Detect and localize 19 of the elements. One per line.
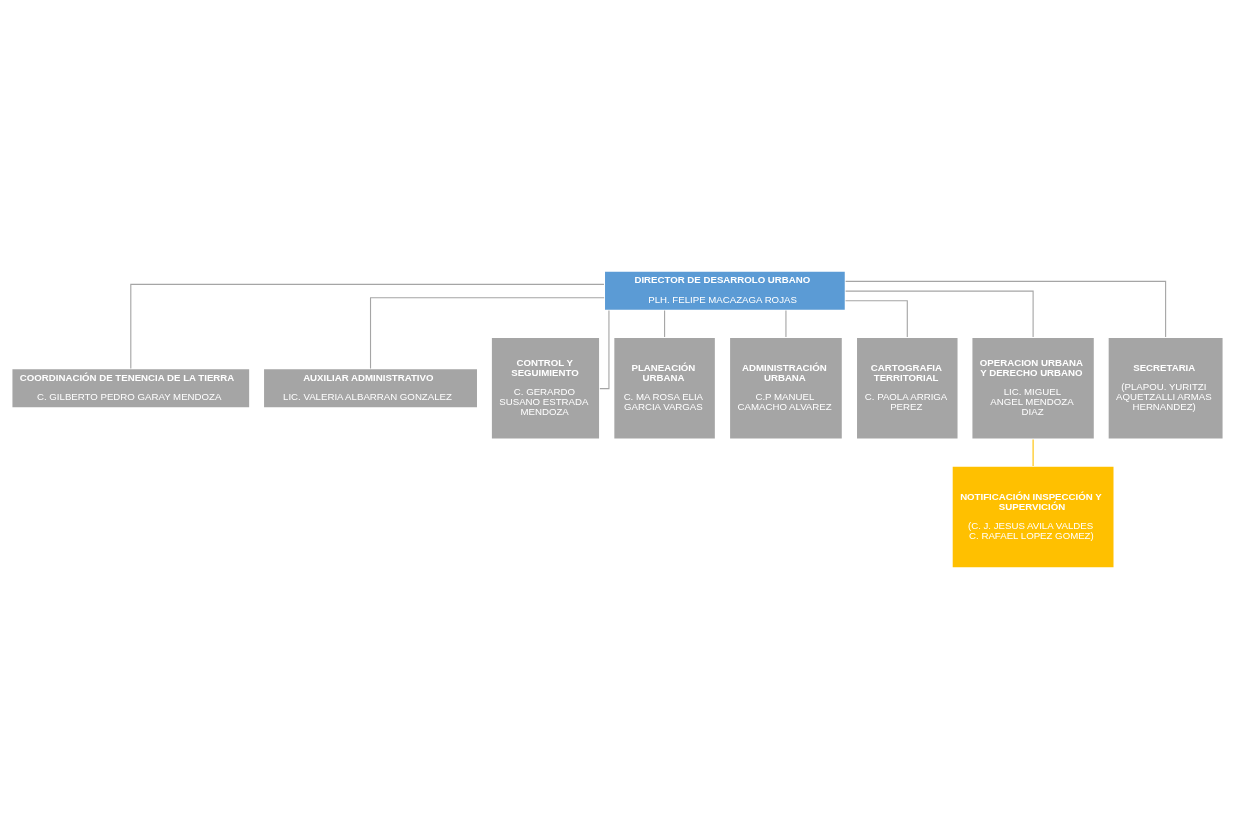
node-box: COORDINACIÓN DE TENENCIA DE LA TIERRA C. GILBERTO PEDRO GARAY MENDOZA bbox=[10, 367, 251, 409]
node-box: CARTOGRAFIA TERRITORIAL C. PAOLA ARRIGA PEREZ bbox=[855, 336, 960, 440]
connector bbox=[785, 309, 787, 338]
node-box: CONTROL Y SEGUIMIENTO C. GERARDO SUSANO ESTRADA MENDOZA bbox=[490, 336, 601, 440]
connector bbox=[844, 299, 908, 338]
node-box: SECRETARIA (PLAPOU. YURITZI AQUETZALLI ARMAS HERNANDEZ) bbox=[1107, 336, 1225, 440]
node-box: DIRECTOR DE DESARROLO URBANO PLH. FELIPE MACAZAGA ROJAS bbox=[603, 269, 847, 311]
node-box: OPERACION URBANA Y DERECHO URBANO LIC. MIGUEL ANGEL MENDOZA DIAZ bbox=[970, 336, 1096, 440]
connector bbox=[845, 290, 1034, 338]
node-box: NOTIFICACIÓN INSPECCIÓN Y SUPERVICIÓN (C. J. JESUS AVILA VALDES C. RAFAEL LOPEZ GOMEZ) bbox=[951, 464, 1115, 569]
connector bbox=[599, 309, 610, 389]
node-box: ADMINISTRACIÓN URBANA C.P MANUEL CAMACHO ALVAREZ bbox=[728, 336, 844, 440]
node-box: PLANEACIÓN URBANA C. MA ROSA ELIA GARCIA VARGAS bbox=[612, 336, 717, 440]
connector bbox=[845, 280, 1167, 338]
connector bbox=[130, 283, 605, 369]
node-box: AUXILIAR ADMINISTRATIVO LIC. VALERIA ALBARRAN GONZALEZ bbox=[262, 367, 479, 409]
connector bbox=[664, 309, 666, 338]
connector bbox=[369, 296, 605, 369]
connector bbox=[1032, 438, 1034, 466]
